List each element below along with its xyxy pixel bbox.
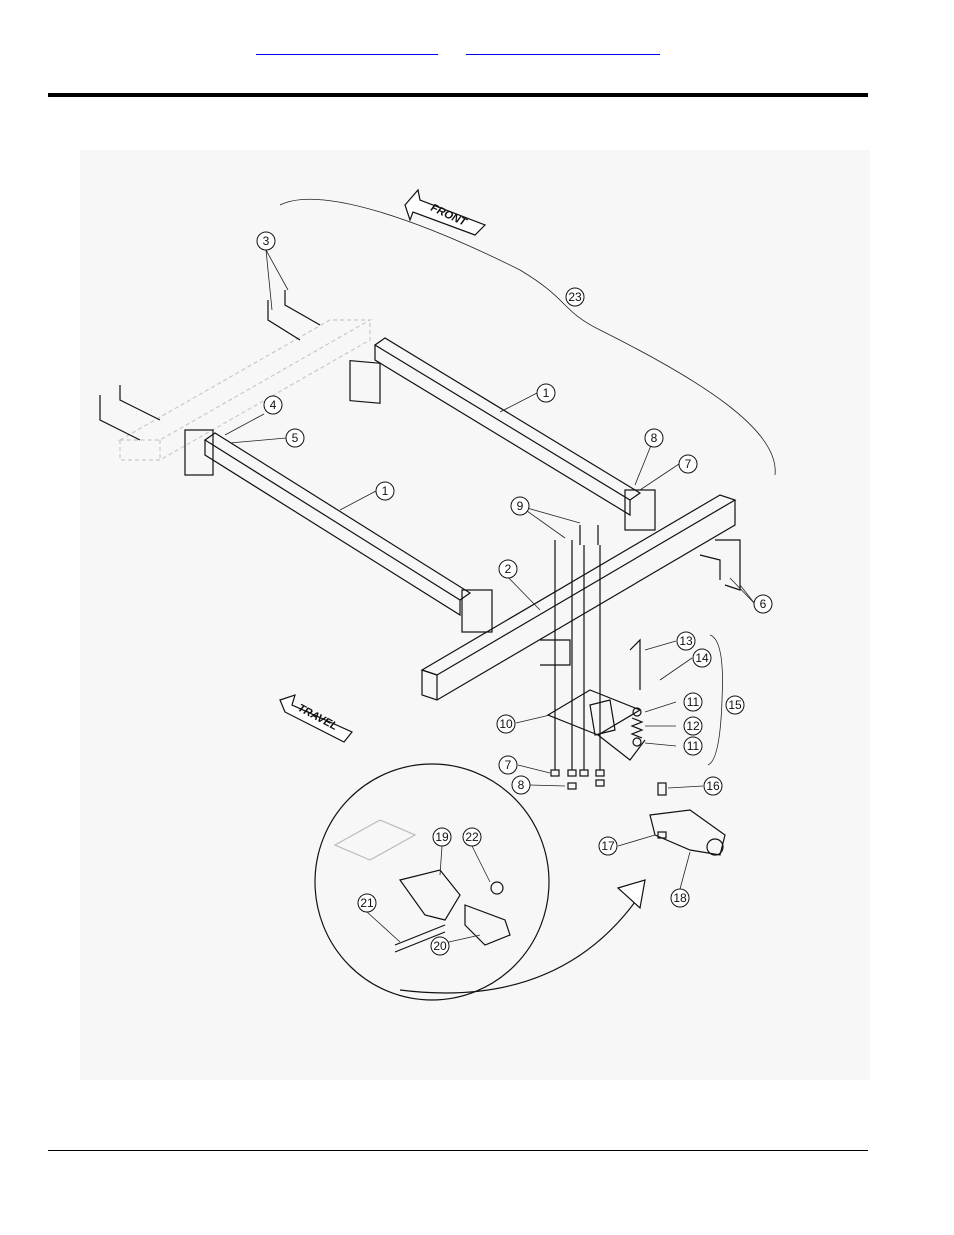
callout-9: 9 (511, 497, 529, 515)
callout-11b: 11 (684, 737, 702, 755)
callout-14: 14 (693, 649, 711, 667)
svg-text:3: 3 (263, 234, 270, 248)
mount-plate (548, 640, 645, 760)
header-link-2[interactable] (466, 40, 660, 55)
top-rule (48, 93, 868, 97)
callout-8a: 8 (645, 429, 663, 447)
callout-5: 5 (286, 429, 304, 447)
front-arrow: FRONT (405, 190, 485, 235)
svg-text:12: 12 (686, 719, 700, 733)
travel-arrow: TRAVEL (280, 695, 352, 742)
main-tube (422, 495, 735, 700)
callout-10: 10 (497, 715, 515, 733)
callout-22: 22 (463, 828, 481, 846)
callout-4: 4 (264, 396, 282, 414)
leader-lines (225, 250, 755, 944)
svg-text:8: 8 (518, 778, 525, 792)
callout-13: 13 (677, 632, 695, 650)
svg-text:2: 2 (505, 562, 512, 576)
svg-text:7: 7 (685, 457, 692, 471)
bottom-rule (48, 1150, 868, 1151)
u-bolts (100, 290, 740, 665)
frame-bar-rear (350, 338, 655, 530)
svg-text:1: 1 (382, 484, 389, 498)
svg-text:18: 18 (673, 891, 687, 905)
callout-1a: 1 (537, 384, 555, 402)
svg-text:21: 21 (360, 896, 374, 910)
svg-text:11: 11 (687, 739, 700, 753)
frame-bar-front (185, 430, 492, 632)
svg-text:14: 14 (695, 651, 709, 665)
svg-text:7: 7 (505, 758, 512, 772)
svg-text:9: 9 (517, 499, 524, 513)
svg-text:16: 16 (706, 779, 720, 793)
callout-17: 17 (599, 837, 617, 855)
svg-text:5: 5 (292, 431, 299, 445)
svg-text:4: 4 (270, 398, 277, 412)
svg-text:15: 15 (728, 698, 742, 712)
callout-23: 23 (566, 288, 584, 306)
svg-text:20: 20 (433, 939, 447, 953)
ghost-toolbar (120, 320, 370, 460)
callout-1b: 1 (376, 482, 394, 500)
svg-text:22: 22 (465, 830, 479, 844)
callout-20: 20 (431, 937, 449, 955)
bracket-23 (280, 199, 775, 475)
parts-diagram-svg: FRONT TRAVEL 1 1 2 3 (80, 150, 870, 1080)
callout-6: 6 (754, 595, 772, 613)
svg-text:1: 1 (543, 386, 550, 400)
svg-text:19: 19 (435, 830, 449, 844)
callout-21: 21 (358, 894, 376, 912)
svg-text:6: 6 (760, 597, 767, 611)
callout-11a: 11 (684, 693, 702, 711)
callout-7a: 7 (679, 455, 697, 473)
callout-18: 18 (671, 889, 689, 907)
parts-diagram: FRONT TRAVEL 1 1 2 3 (80, 150, 870, 1080)
detail-view (315, 764, 645, 1000)
callout-2: 2 (499, 560, 517, 578)
callout-16: 16 (704, 777, 722, 795)
svg-text:17: 17 (601, 839, 615, 853)
svg-text:13: 13 (679, 634, 693, 648)
callout-7b: 7 (499, 756, 517, 774)
header-link-1[interactable] (256, 40, 438, 55)
callout-19: 19 (433, 828, 451, 846)
callout-15: 15 (726, 696, 744, 714)
callout-8b: 8 (512, 776, 530, 794)
svg-text:8: 8 (651, 431, 658, 445)
callout-12: 12 (684, 717, 702, 735)
callout-3: 3 (257, 232, 275, 250)
svg-text:23: 23 (568, 290, 582, 304)
svg-text:10: 10 (499, 717, 513, 731)
svg-text:11: 11 (687, 695, 700, 709)
